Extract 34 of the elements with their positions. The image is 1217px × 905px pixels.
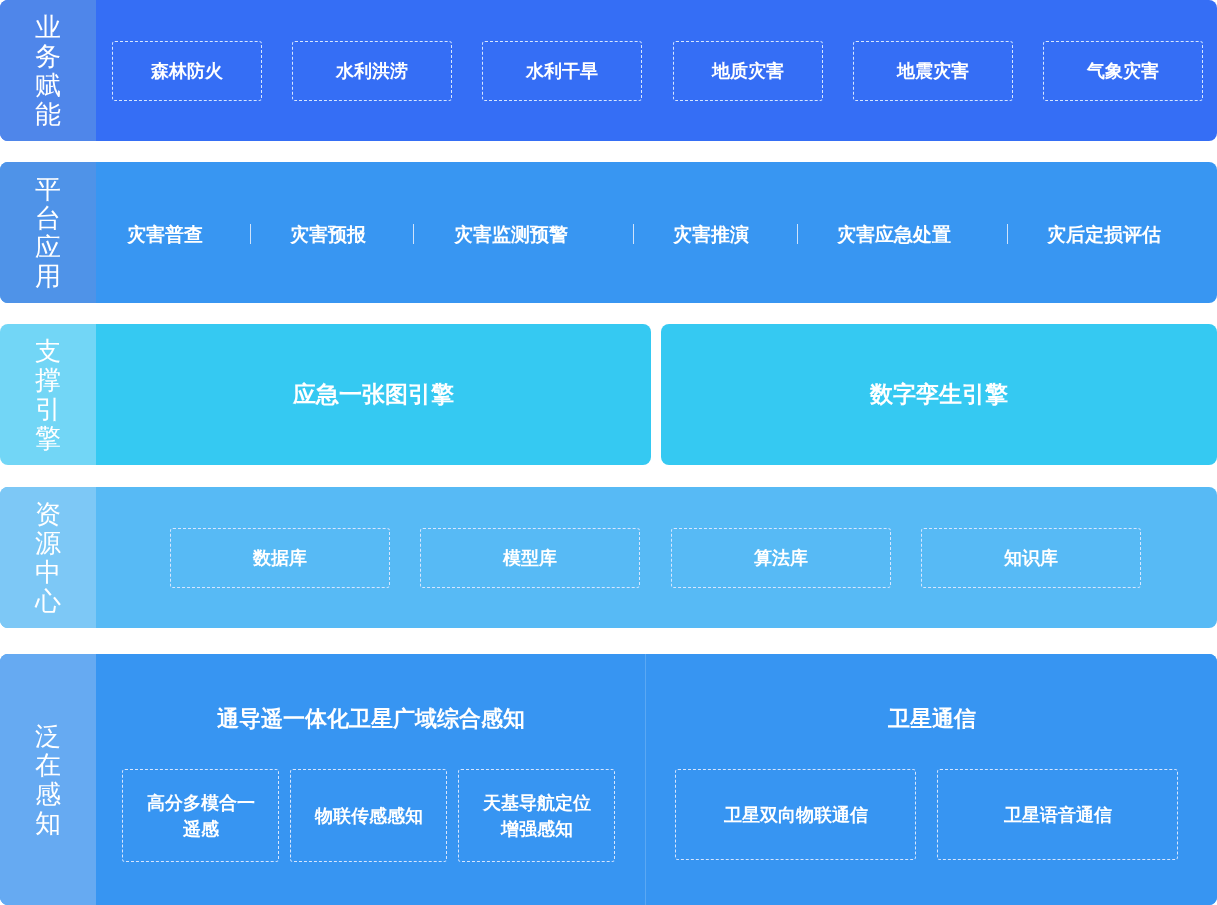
dashed-box: 物联传感感知 — [290, 769, 447, 862]
platform-label: 灾害应急处置 — [837, 223, 951, 247]
dashed-box: 算法库 — [671, 528, 891, 588]
dashed-box: 模型库 — [420, 528, 640, 588]
layer-tab: 支撑引擎 — [0, 324, 96, 465]
section-heading: 卫星通信 — [886, 705, 977, 733]
dashed-box: 森林防火 — [112, 41, 262, 101]
platform-label: 灾害预报 — [290, 223, 366, 247]
layer-band — [0, 654, 1217, 905]
section-heading: 通导遥一体化卫星广域综合感知 — [215, 705, 526, 733]
layer-tab: 资源中心 — [0, 487, 96, 628]
dashed-box: 水利洪涝 — [292, 41, 452, 101]
layer-band — [0, 0, 1217, 141]
platform-label: 灾后定损评估 — [1047, 223, 1161, 247]
dashed-box: 知识库 — [921, 528, 1141, 588]
dashed-box: 卫星双向物联通信 — [675, 769, 916, 860]
dashed-box: 高分多模合一遥感 — [122, 769, 279, 862]
platform-label: 灾害推演 — [673, 223, 749, 247]
dashed-box: 气象灾害 — [1043, 41, 1203, 101]
layer-band — [0, 487, 1217, 628]
platform-label: 灾害普查 — [127, 223, 203, 247]
dashed-box: 水利干旱 — [482, 41, 642, 101]
dashed-box: 数据库 — [170, 528, 390, 588]
engine-panel: 数字孪生引擎 — [661, 324, 1217, 465]
layer-tab: 业务赋能 — [0, 0, 96, 141]
engine-panel: 应急一张图引擎 — [96, 324, 651, 465]
dashed-box: 地震灾害 — [853, 41, 1013, 101]
layer-tab: 泛在感知 — [0, 654, 96, 905]
platform-label: 灾害监测预警 — [454, 223, 568, 247]
dashed-box: 卫星语音通信 — [937, 769, 1178, 860]
layer-tab: 平台应用 — [0, 162, 96, 303]
dashed-box: 天基导航定位增强感知 — [458, 769, 615, 862]
dashed-box: 地质灾害 — [673, 41, 823, 101]
layer-band — [0, 162, 1217, 303]
